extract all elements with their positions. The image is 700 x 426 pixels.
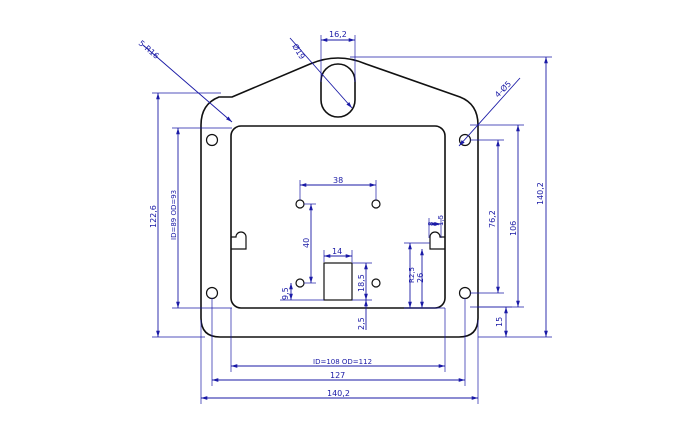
inner-cutout [230,125,446,309]
dim-id89-od93: ID=89 OD=93 [170,190,178,240]
left-slot [231,231,247,250]
dim-122-6: 122,6 [149,205,158,228]
right-slot [429,231,445,250]
dim-140-2-right: 140,2 [536,182,545,205]
small-hole-3 [295,278,305,288]
dim-76-2: 76,2 [488,210,497,228]
dim-9-5: 9,5 [281,287,290,300]
small-hole-4 [371,278,381,288]
top-slot [320,63,356,118]
dim-40: 40 [302,238,311,248]
dim-5-r16: 5-R16 [137,39,161,61]
mount-hole-bottom-left [205,286,219,300]
dim-18-5: 18,5 [357,274,366,292]
mount-hole-top-left [205,133,219,147]
small-hole-2 [371,199,381,209]
dim-id108-od112: ID=108 OD=112 [313,358,372,366]
dim-14: 14 [332,247,342,256]
dim-106: 106 [509,221,518,236]
dim-26: 26 [416,273,425,283]
dim-38: 38 [333,176,343,185]
rect-window [323,262,353,301]
dim-r2-5: R2,5 [408,267,416,283]
dim-8: 8 [427,222,435,226]
mount-hole-bottom-right [458,286,472,300]
dim-16-2: 16,2 [329,30,347,39]
dim-1-5: 1,5 [437,215,445,226]
dim-phi19: Ø19 [290,42,307,61]
dim-127: 127 [330,371,345,380]
dim-140-2-bottom: 140,2 [327,389,350,398]
plate-outline [200,57,479,338]
dim-2-5: 2,5 [357,317,366,330]
dim-15: 15 [495,317,504,327]
small-hole-1 [295,199,305,209]
